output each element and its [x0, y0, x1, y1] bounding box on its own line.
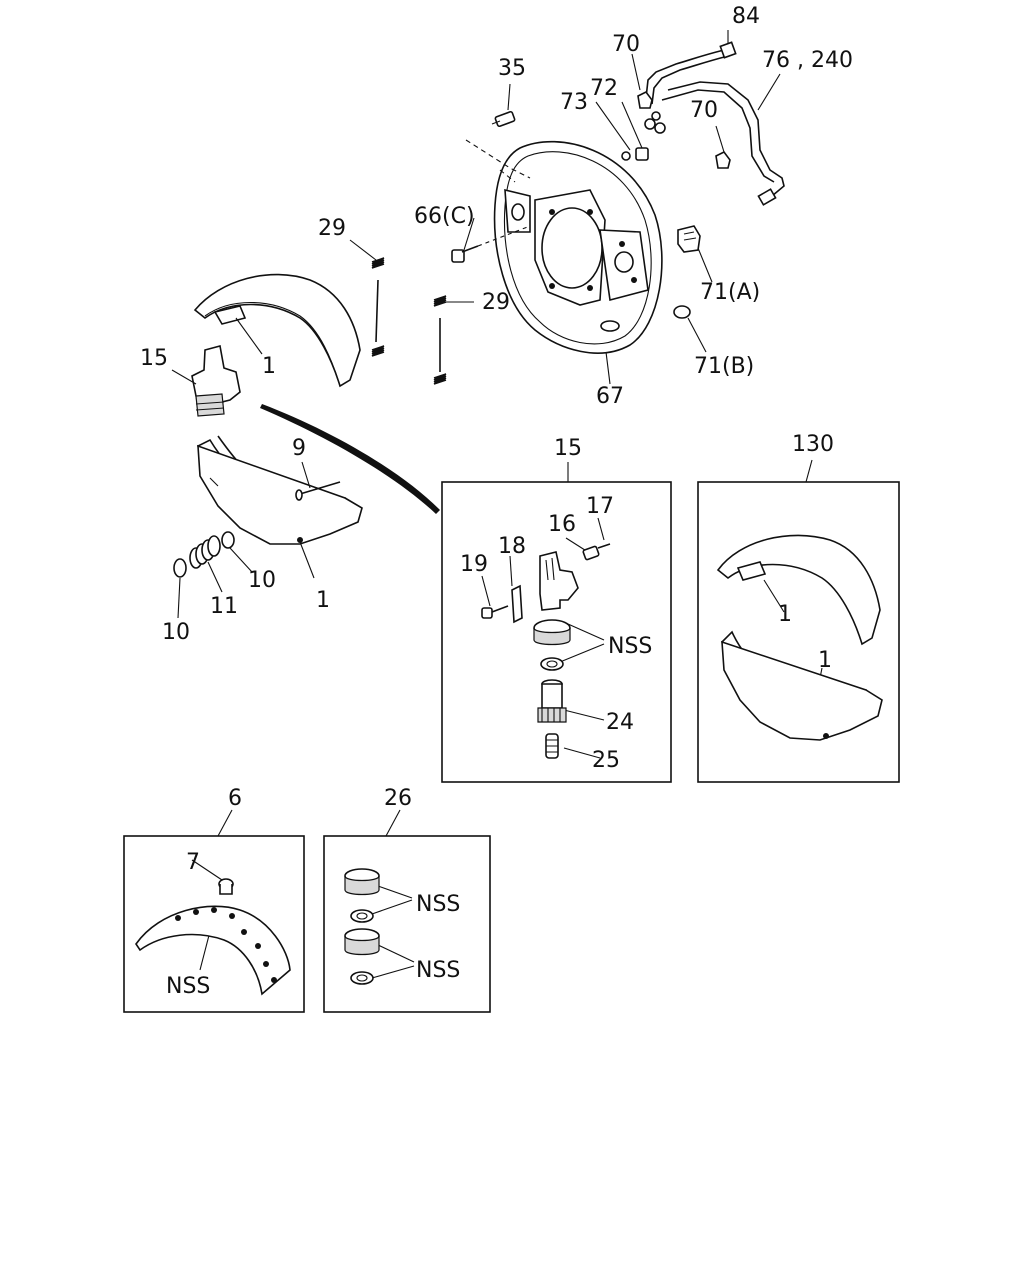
callout-16: 16 [548, 512, 576, 537]
box26-nss-upper: NSS [416, 892, 461, 917]
box130-callout-1-upper: 1 [778, 602, 792, 627]
seal-kit-cup-upper [344, 868, 380, 923]
box6-nss: NSS [166, 974, 211, 999]
callout-17: 17 [586, 494, 614, 519]
callout-35: 35 [498, 56, 526, 81]
shoe-set-upper [716, 534, 881, 646]
callout-72: 72 [590, 76, 618, 101]
detail-bleeder-16-17 [582, 543, 611, 561]
callout-7: 7 [186, 850, 200, 875]
callout-15-main: 15 [140, 346, 168, 371]
box26-nss-lower: NSS [416, 958, 461, 983]
box-wheel-cylinder-detail [441, 481, 672, 783]
callout-76-240: 76 , 240 [762, 48, 853, 73]
leader-lines [171, 30, 823, 979]
brake-shoe-lower [197, 435, 363, 545]
callout-10-right: 10 [248, 568, 276, 593]
box15-nss: NSS [608, 634, 653, 659]
detail-seal-cup [533, 619, 571, 671]
pin-9 [295, 481, 341, 501]
callout-84: 84 [732, 4, 760, 29]
spring-29-upper [371, 257, 385, 357]
box130-title: 130 [792, 432, 834, 457]
detail-pointer [260, 404, 440, 514]
box130-callout-1-lower: 1 [818, 648, 832, 673]
callout-24: 24 [606, 710, 634, 735]
spring-29-lower [433, 295, 447, 385]
detail-screw-25 [545, 733, 559, 759]
lining-rivet-7 [218, 878, 234, 895]
callout-66c: 66(C) [414, 204, 475, 229]
detail-plate-18 [511, 584, 523, 624]
callout-9: 9 [292, 436, 306, 461]
fitting-72 [635, 147, 649, 161]
box15-title: 15 [554, 436, 582, 461]
spring-11 [189, 535, 221, 569]
callout-11: 11 [210, 594, 238, 619]
backing-plate [493, 140, 663, 354]
bolt-35 [491, 110, 516, 128]
callout-73: 73 [560, 90, 588, 115]
callout-70-lower: 70 [690, 98, 718, 123]
callout-25: 25 [592, 748, 620, 773]
callout-29-lower: 29 [482, 290, 510, 315]
wheel-cylinder [191, 345, 241, 417]
clip-70-lower [715, 150, 731, 169]
callout-10-left: 10 [162, 620, 190, 645]
callout-1-lower: 1 [316, 588, 330, 613]
shoe-set-lower [721, 630, 883, 741]
washer-10-right [221, 531, 235, 549]
callout-71a: 71(A) [700, 280, 761, 305]
callout-67: 67 [596, 384, 624, 409]
callout-1-upper: 1 [262, 354, 276, 379]
box26-title: 26 [384, 786, 412, 811]
box-seal-kit [323, 835, 491, 1013]
clip-70-upper [637, 90, 653, 109]
washer-10-left [173, 558, 187, 578]
box6-title: 6 [228, 786, 242, 811]
box-lining-kit [123, 835, 305, 1013]
plug-71b [673, 305, 691, 319]
box-brake-shoe-set [697, 481, 900, 783]
callout-29-upper: 29 [318, 216, 346, 241]
brake-lining [135, 905, 291, 996]
washer-73 [621, 151, 631, 161]
callout-71b: 71(B) [694, 354, 755, 379]
detail-screw-19 [481, 605, 509, 619]
detail-adjuster-24 [537, 679, 567, 723]
callout-70-upper: 70 [612, 32, 640, 57]
seal-kit-cup-lower [344, 928, 380, 985]
callout-19: 19 [460, 552, 488, 577]
callout-18: 18 [498, 534, 526, 559]
detail-wheel-cylinder-body [539, 551, 579, 611]
bolt-66c [451, 245, 479, 263]
brake-pipe [644, 41, 785, 206]
